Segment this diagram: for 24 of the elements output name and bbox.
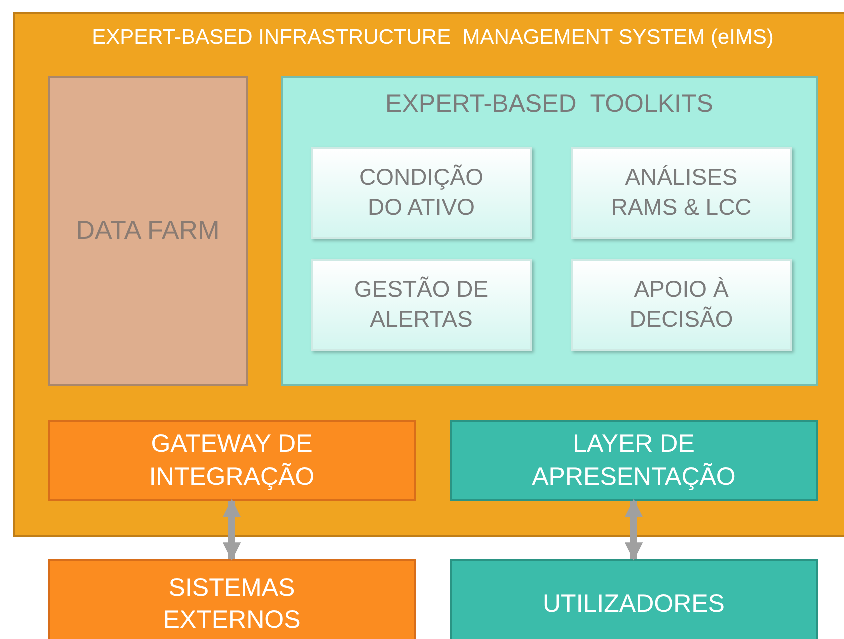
component-box: [450, 559, 818, 639]
double-arrow: [222, 499, 242, 561]
box-label: ANÁLISES RAMS & LCC: [610, 163, 753, 222]
toolkit-box: [311, 147, 532, 239]
component-box: [48, 420, 416, 501]
double-arrow: [624, 499, 644, 561]
box-label: CONDIÇÃO DO ATIVO: [358, 163, 484, 222]
box-label: APOIO À DECISÃO: [628, 275, 734, 334]
component-box: [48, 559, 416, 639]
box-label: DATA FARM: [76, 214, 220, 248]
box-label: SISTEMAS EXTERNOS: [162, 572, 302, 636]
box-label: EXPERT-BASED TOOLKITS: [386, 89, 714, 120]
box-label: GATEWAY DE INTEGRAÇÃO: [148, 429, 316, 492]
toolkits-panel: [281, 76, 818, 386]
component-box: [450, 420, 818, 501]
box-label: EXPERT-BASED INFRASTRUCTURE MANAGEMENT SYSTEM (eIMS): [92, 25, 774, 51]
box-label: LAYER DE APRESENTAÇÃO: [531, 429, 737, 492]
system-panel: [13, 12, 844, 537]
toolkit-box: [571, 147, 792, 239]
toolkit-box: [311, 259, 532, 351]
box-label: UTILIZADORES: [543, 588, 725, 620]
data-farm-box: [48, 76, 248, 386]
toolkit-box: [571, 259, 792, 351]
box-label: GESTÃO DE ALERTAS: [353, 275, 490, 334]
